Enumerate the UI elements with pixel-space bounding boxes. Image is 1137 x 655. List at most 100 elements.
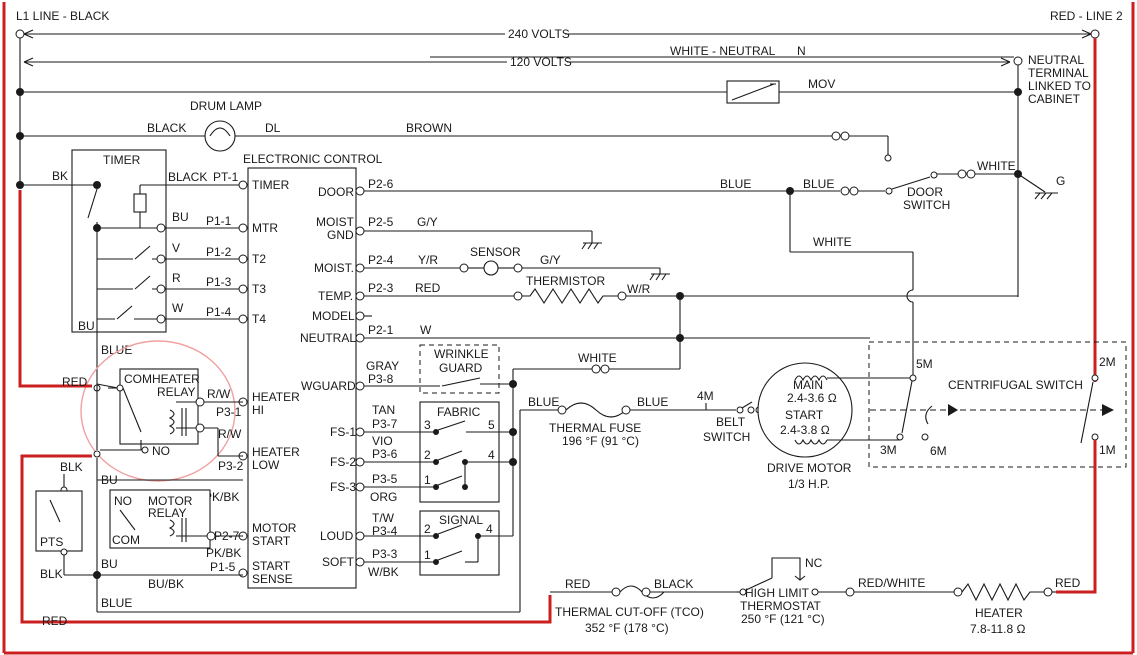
wrinkle-title-2: GUARD [439, 361, 483, 375]
door-circuit: P2-6 BLUE BLUE DOOR SWITCH WHITE G WHITE [364, 159, 1065, 378]
ground-icon [1034, 192, 1058, 200]
pin-p3-4: P3-4 [372, 524, 398, 538]
motor-blk: BLK [60, 460, 83, 474]
door-white2: WHITE [813, 235, 852, 249]
l2-red-heater [1056, 440, 1097, 594]
motor-relay-title-2: RELAY [148, 506, 186, 520]
wrinkle-guard-box [419, 344, 500, 394]
ctl-soft: SOFT [322, 555, 355, 569]
fabric-title: FABRIC [437, 405, 481, 419]
drum-lamp-circuit: DRUM LAMP BLACK DL BROWN [20, 99, 892, 162]
door-blue2: BLUE [803, 177, 834, 191]
ctl-temp: TEMP. [318, 289, 353, 303]
pin-p3-8: P3-8 [368, 372, 394, 386]
pin-rw-2: R/W [218, 427, 242, 441]
drum-lamp-dl: DL [265, 121, 281, 135]
motor-main: MAIN [793, 378, 823, 392]
motor-start: START [785, 408, 824, 422]
ctl-model: MODEL [312, 309, 355, 323]
ctl-heater-low-2: LOW [252, 458, 280, 472]
ground-icon-sensor [649, 268, 670, 281]
motor-relay-title-1: MOTOR [148, 494, 193, 508]
pin-pkbk-1: PK/BK [204, 490, 239, 504]
hl-nc: NC [805, 556, 823, 570]
timer-w: W [172, 301, 184, 315]
heater-relay-red: RED [62, 375, 88, 389]
motor-title: DRIVE MOTOR [767, 461, 852, 475]
motor-relay-com: COM [112, 533, 140, 547]
ctl-mtr: MTR [252, 221, 278, 235]
timer-bu: BU [172, 210, 189, 224]
heater-relay-title-1: HEATER [152, 372, 200, 386]
heater-r: 7.8-11.8 Ω [970, 622, 1025, 636]
ctl-motor-start-2: START [252, 534, 291, 548]
ctl-moist-1: MOIST [316, 215, 355, 229]
signal-title: SIGNAL [439, 513, 483, 527]
motor-blk2: BLK [40, 567, 63, 581]
mov-label: MOV [808, 77, 835, 91]
door-switch-1: DOOR [907, 185, 943, 199]
cs-2m: 2M [1099, 355, 1116, 369]
l2-label: RED - LINE 2 [1050, 9, 1123, 23]
pin-p3-5: P3-5 [372, 472, 398, 486]
fabric-pin-1: 1 [424, 473, 431, 487]
ctl-start-sense-2: SENSE [252, 572, 293, 586]
240v-label: 240 VOLTS [508, 27, 570, 41]
drum-lamp-black: BLACK [147, 121, 186, 135]
wrinkle-white: WHITE [578, 351, 617, 365]
tco-title: THERMAL CUT-OFF (TCO) [555, 605, 704, 619]
timer-motor-icon [133, 193, 147, 213]
fabric-pin-3: 3 [424, 418, 431, 432]
ctl-door: DOOR [318, 185, 354, 199]
pin-p1-1: P1-1 [206, 214, 232, 228]
sensor-circuit: P2-5 G/Y P2-4 Y/R SENSOR G/Y P2-3 RED TH… [364, 215, 1018, 342]
sensor-label: SENSOR [470, 245, 521, 259]
thermistor-icon [522, 287, 618, 305]
pin-black: BLACK [168, 170, 207, 184]
fuse-blue2: BLUE [637, 395, 668, 409]
pts-label: PTS [40, 535, 63, 549]
ctl-t2: T2 [252, 252, 266, 266]
belt-2: SWITCH [703, 430, 750, 444]
sensor-icon [483, 260, 499, 276]
ctl-fs3: FS-3 [330, 480, 356, 494]
pin-p1-4: P1-4 [206, 305, 232, 319]
120v-label: 120 VOLTS [510, 55, 572, 69]
motor-relay: RED BU PK/BK BLK PTS BLK BU BU/BK P1-5 N… [20, 410, 552, 628]
pin-wbk: W/BK [368, 565, 399, 579]
pin-p2-4: P2-4 [368, 253, 394, 267]
wire-yr: Y/R [418, 253, 438, 267]
pin-tan: TAN [372, 403, 395, 417]
l1-terminal [15, 29, 25, 39]
hc-red: RED [565, 577, 591, 591]
door-switch-2: SWITCH [903, 198, 950, 212]
power-lines: L1 LINE - BLACK RED - LINE 2 240 VOLTS 1… [15, 9, 1123, 382]
tco-rating: 352 °F (178 °C) [585, 621, 669, 635]
wire-gy2: G/Y [540, 253, 561, 267]
hl-title-1: HIGH LIMIT [745, 586, 810, 600]
cs-5m: 5M [916, 357, 933, 371]
ctl-loud: LOUD [320, 529, 354, 543]
pin-p3-3: P3-3 [372, 547, 398, 561]
ctl-motor-start-1: MOTOR [252, 521, 297, 535]
hc-black: BLACK [654, 577, 693, 591]
motor-circle [757, 362, 853, 458]
belt-1: BELT [716, 415, 746, 429]
pin-p2-7: P2-7 [214, 529, 240, 543]
pin-p2-3: P2-3 [368, 281, 394, 295]
pin-p2-5: P2-5 [368, 215, 394, 229]
fuse-rating: 196 °F (91 °C) [562, 434, 639, 448]
fabric-pin-2: 2 [424, 448, 431, 462]
fuse-title: THERMAL FUSE [549, 421, 641, 435]
motor-bu: BU [101, 473, 118, 487]
motor-relay-red: RED [42, 614, 68, 628]
signal-box [419, 510, 500, 576]
hl-rating: 250 °F (121 °C) [741, 612, 825, 626]
ctl-t4: T4 [252, 312, 266, 326]
ctl-timer: TIMER [252, 178, 290, 192]
wire-wr: W/R [627, 282, 651, 296]
drive-motor: MAIN 2.4-3.6 Ω START 2.4-3.8 Ω DRIVE MOT… [757, 362, 917, 491]
motor-blue: BLUE [101, 596, 132, 610]
motor-hp: 1/3 H.P. [788, 477, 830, 491]
